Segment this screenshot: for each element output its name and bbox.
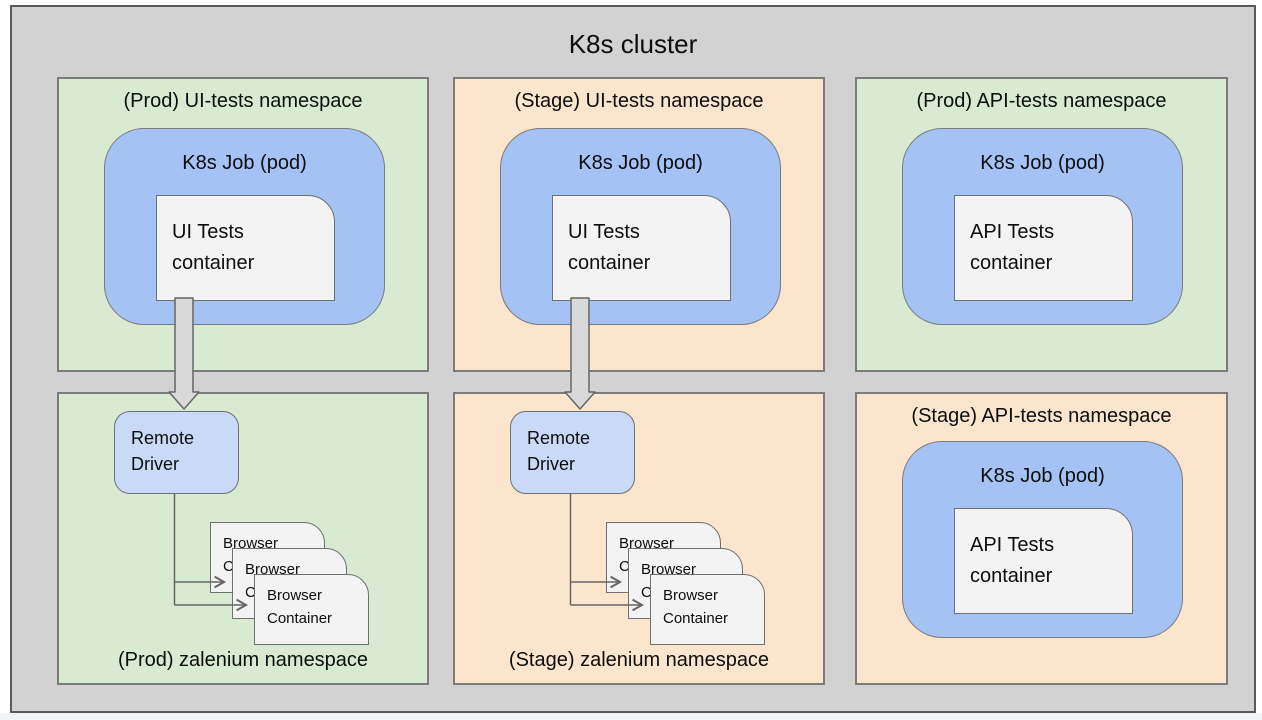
namespace-stage-api-tests: (Stage) API-tests namespace K8s Job (pod… — [855, 392, 1228, 685]
k8s-job-pod-prod-api: K8s Job (pod) API Tests container — [902, 128, 1183, 325]
cluster-title: K8s cluster — [568, 29, 698, 59]
namespace-title: (Stage) zalenium namespace — [508, 649, 770, 671]
namespace-stage-zalenium: Remote Driver Browser Container Browser … — [453, 392, 825, 685]
browser-container-stage-3: Browser Container — [650, 574, 765, 645]
job-title: K8s Job (pod) — [980, 152, 1105, 174]
namespace-title: (Stage) API-tests namespace — [911, 405, 1172, 427]
k8s-job-pod-stage-api: K8s Job (pod) API Tests container — [902, 441, 1183, 638]
job-title: K8s Job (pod) — [578, 152, 703, 174]
namespace-title: (Prod) zalenium namespace — [117, 649, 369, 671]
job-title: K8s Job (pod) — [182, 152, 307, 174]
namespace-prod-zalenium: Remote Driver Browser Container Browser … — [57, 392, 429, 685]
api-tests-container-stage: API Tests container — [954, 508, 1133, 614]
remote-driver-prod: Remote Driver — [114, 411, 239, 494]
job-title: K8s Job (pod) — [980, 465, 1105, 487]
k8s-job-pod-prod-ui: K8s Job (pod) UI Tests container — [104, 128, 385, 325]
remote-driver-stage: Remote Driver — [510, 411, 635, 494]
api-tests-container-prod: API Tests container — [954, 195, 1133, 301]
namespace-prod-ui-tests: (Prod) UI-tests namespace K8s Job (pod) … — [57, 77, 429, 372]
ui-tests-container-stage: UI Tests container — [552, 195, 731, 301]
namespace-title: (Prod) API-tests namespace — [916, 90, 1167, 112]
namespace-stage-ui-tests: (Stage) UI-tests namespace K8s Job (pod)… — [453, 77, 825, 372]
namespace-title: (Stage) UI-tests namespace — [514, 90, 764, 112]
ui-tests-container-prod: UI Tests container — [156, 195, 335, 301]
k8s-job-pod-stage-ui: K8s Job (pod) UI Tests container — [500, 128, 781, 325]
namespace-title: (Prod) UI-tests namespace — [123, 90, 363, 112]
browser-container-prod-3: Browser Container — [254, 574, 369, 645]
page-bottom-strip — [0, 713, 1262, 720]
namespace-prod-api-tests: (Prod) API-tests namespace K8s Job (pod)… — [855, 77, 1228, 372]
